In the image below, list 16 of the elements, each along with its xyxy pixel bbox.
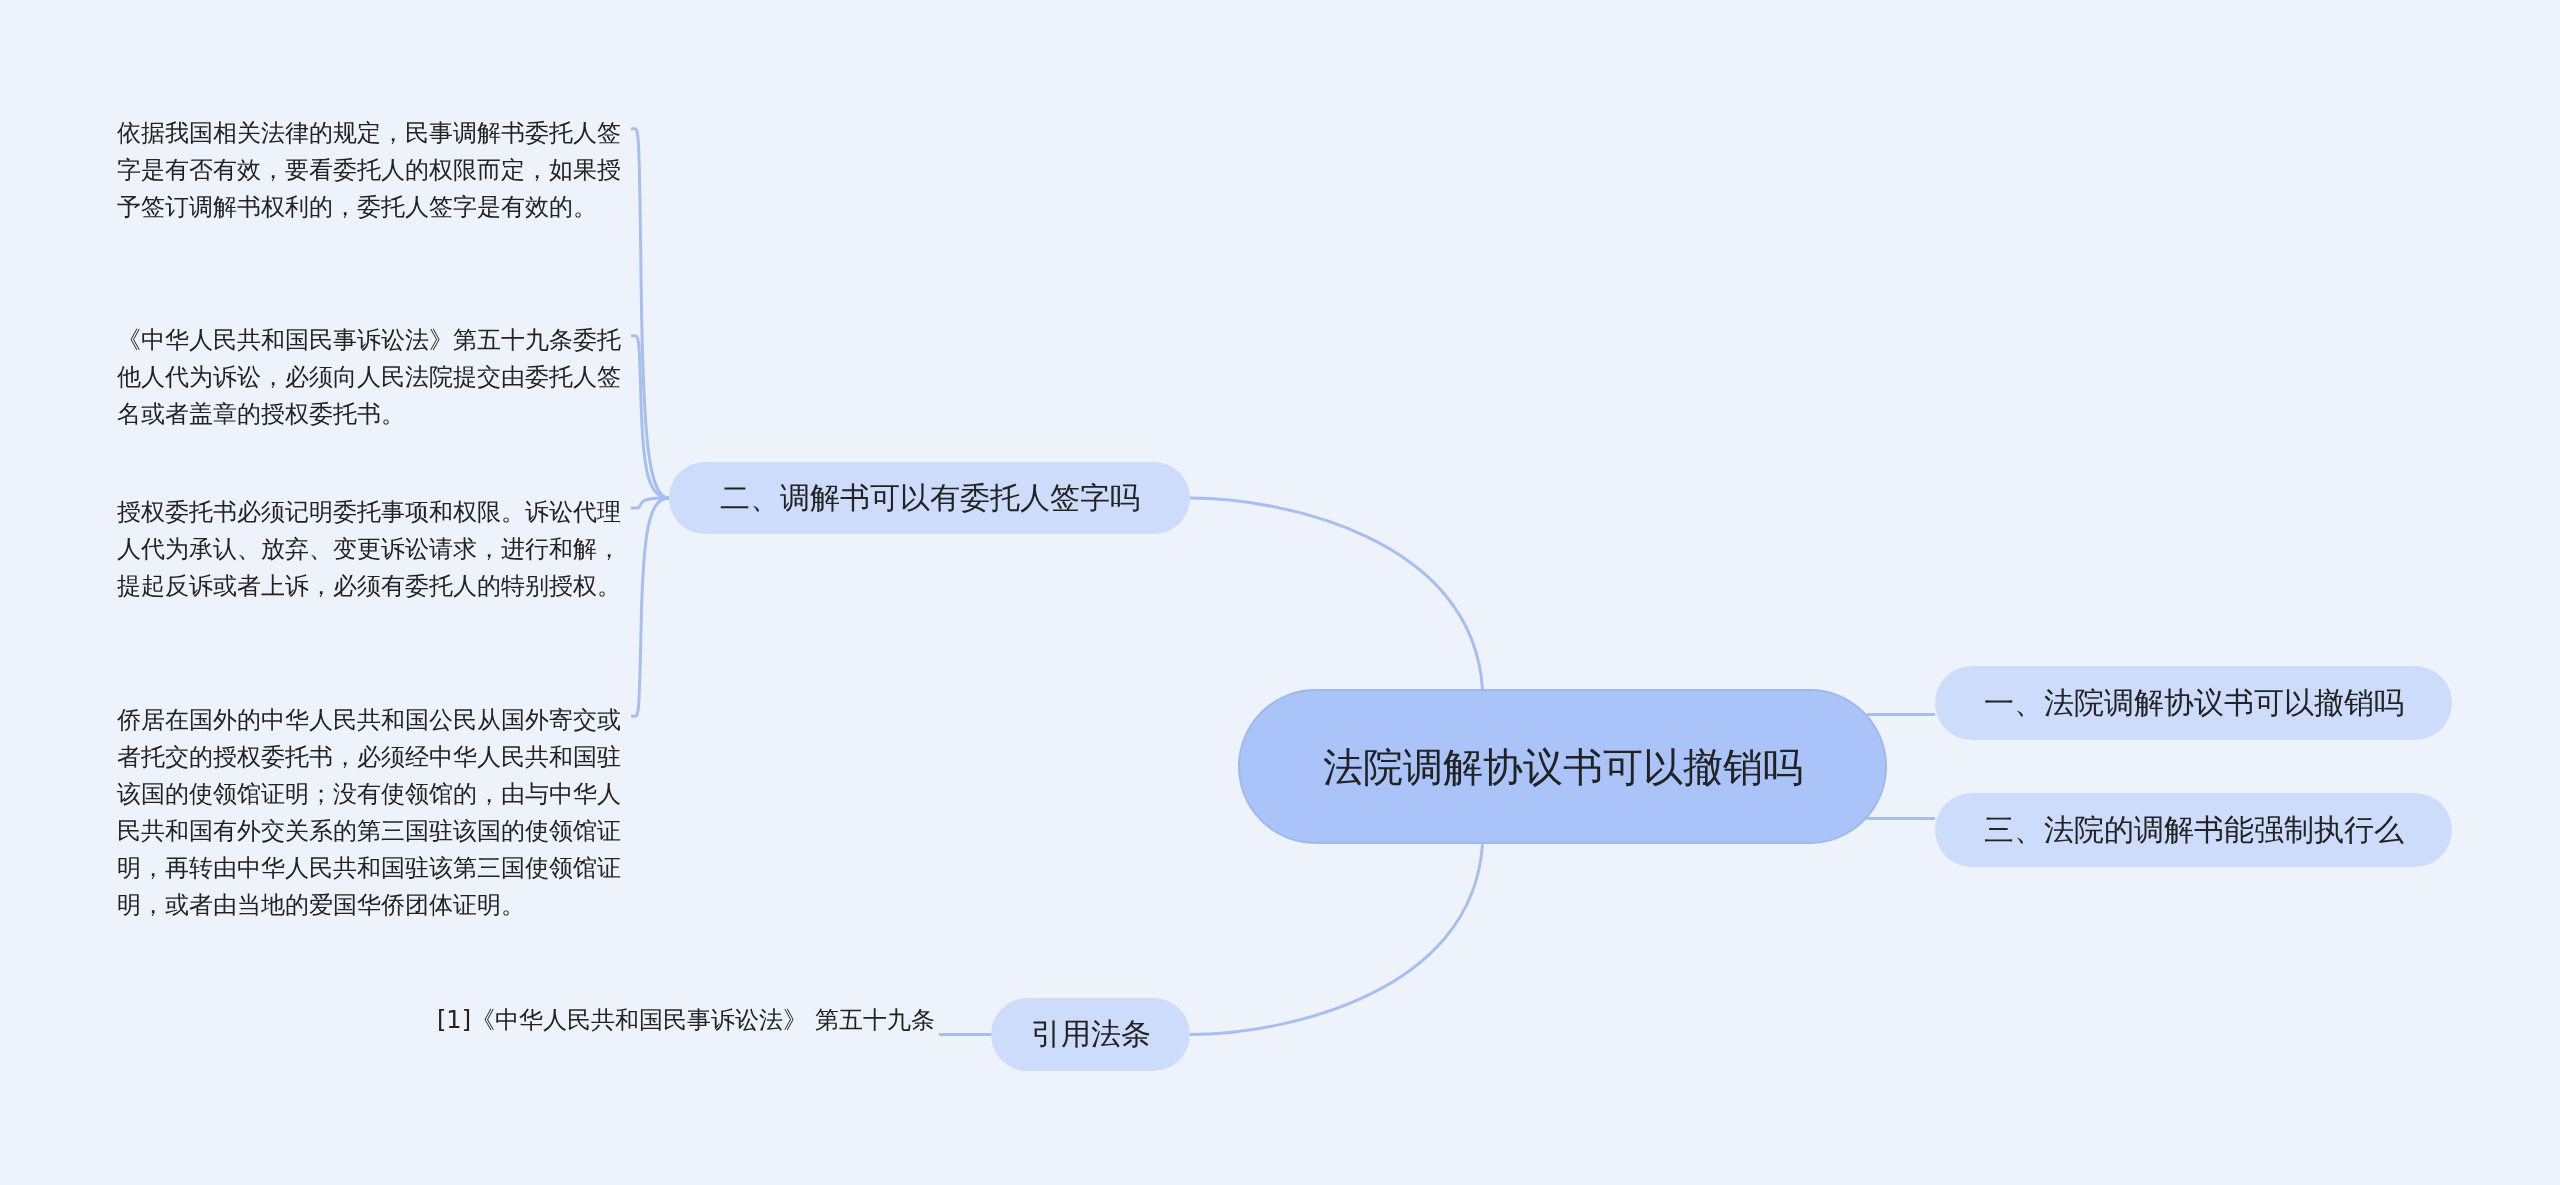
- note-text: 依据我国相关法律的规定，民事调解书委托人签字是有否有效，要看委托人的权限而定，如果授予签订调解书权利的，委托人签字是有效的。: [117, 115, 629, 226]
- central-topic: 法院调解协议书可以撤销吗: [1238, 689, 1887, 844]
- connector-line: [939, 1033, 991, 1036]
- note-text: 授权委托书必须记明委托事项和权限。诉讼代理人代为承认、放弃、变更诉讼请求，进行和解，提起反诉或者上诉，必须有委托人的特别授权。: [117, 494, 629, 605]
- topic-box: 一、法院调解协议书可以撤销吗: [1935, 666, 2452, 740]
- topic-box: 二、调解书可以有委托人签字吗: [669, 462, 1190, 534]
- topic-box: 三、法院的调解书能强制执行么: [1935, 793, 2452, 867]
- connector-line: [630, 496, 670, 718]
- note-text: [1]《中华人民共和国民事诉讼法》 第五十九条: [437, 1002, 937, 1039]
- connector-line: [1189, 843, 1484, 1036]
- note-text: 《中华人民共和国民事诉讼法》第五十九条委托他人代为诉讼，必须向人民法院提交由委托人签名或者盖章的授权委托书。: [117, 322, 629, 433]
- connector-line: [1866, 817, 1935, 821]
- connector-line: [1189, 496, 1484, 690]
- note-text: 侨居在国外的中华人民共和国公民从国外寄交或者托交的授权委托书，必须经中华人民共和国驻该国的使领馆证明；没有使领馆的，由与中华人民共和国有外交关系的第三国驻该国的使领馆证明，再转由中华人民共和国驻该第三国使领馆证明，或者由当地的爱国华侨团体证明。: [117, 702, 629, 924]
- connector-line: [1866, 712, 1935, 716]
- topic-box: 引用法条: [991, 998, 1190, 1071]
